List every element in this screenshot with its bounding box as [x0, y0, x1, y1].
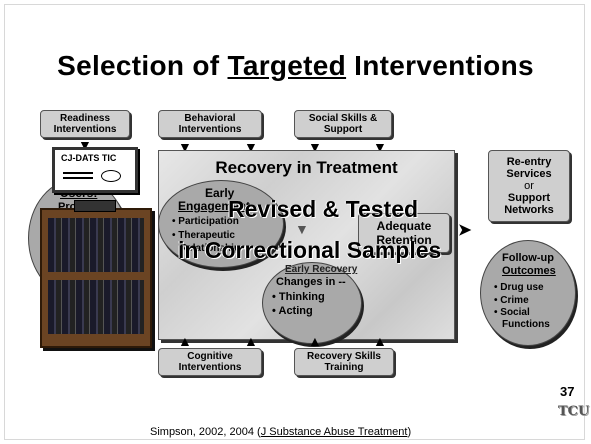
- overlay-correctional-samples: in Correctional Samples: [178, 237, 442, 263]
- cognitive-interventions-box: Cognitive Interventions: [158, 348, 262, 376]
- early-engagement-bullet3: Relationship: [180, 243, 241, 254]
- readiness-interventions-box: Readiness Interventions: [40, 110, 130, 138]
- tic-label: CJ-DATS TIC: [61, 153, 117, 163]
- behavioral-interventions-box: Behavioral Interventions: [158, 110, 262, 138]
- follow-up-line1: Follow-up: [502, 252, 554, 264]
- title-text-start: Selection of: [57, 50, 228, 81]
- tcu-logo-icon: TCU: [558, 404, 590, 419]
- title-underlined-word: Targeted: [227, 50, 347, 81]
- slide-number: 37: [560, 384, 575, 399]
- citation-journal: J Substance Abuse Treatment: [260, 426, 408, 438]
- early-engagement-bullet2: • Therapeutic: [172, 230, 235, 241]
- follow-up-outcomes-ellipse: [480, 240, 576, 346]
- early-engagement-line2: Engagement: [178, 199, 251, 213]
- shelf-row-icon: [48, 280, 144, 334]
- early-engagement-bullet1: • Participation: [172, 216, 239, 227]
- follow-up-line2: Outcomes: [502, 265, 556, 277]
- monitor-icon: CJ-DATS TIC: [52, 147, 138, 193]
- up-arrow-icon: ▲: [308, 333, 322, 349]
- right-arrow-icon: ➤: [458, 222, 472, 239]
- monitor-line-icon: [63, 177, 93, 179]
- up-arrow-icon: ▲: [373, 333, 387, 349]
- monitor-oval-icon: [101, 170, 121, 182]
- up-arrow-icon: ▲: [244, 333, 258, 349]
- shelf-row-icon: [48, 218, 144, 272]
- overlay-revised-tested: Revised & Tested: [228, 196, 419, 222]
- follow-up-bullet2: • Crime: [494, 295, 529, 306]
- citation: Simpson, 2002, 2004 (J Substance Abuse T…: [150, 426, 412, 438]
- early-engagement-line1: Early: [205, 186, 235, 200]
- early-engagement-ellipse: [158, 180, 284, 268]
- changes-line1: Changes in --: [276, 276, 346, 288]
- reentry-services-box: Re-entry Services or Support Networks: [488, 150, 570, 222]
- recovery-in-treatment-title: Recovery in Treatment: [215, 158, 398, 177]
- social-skills-box: Social Skills & Support: [294, 110, 392, 138]
- recovery-skills-training-box: Recovery Skills Training: [294, 348, 394, 376]
- monitor-line-icon: [63, 172, 93, 174]
- changes-bullet1: • Thinking: [272, 291, 325, 303]
- follow-up-bullet1: • Drug use: [494, 282, 544, 293]
- middle-down-arrow-icon: ▼: [295, 221, 309, 237]
- follow-up-bullet3: • Social: [494, 307, 530, 318]
- up-arrow-icon: ▲: [178, 333, 192, 349]
- page-title: Selection of Targeted Interventions: [0, 50, 591, 82]
- bookshelf-icon: [40, 208, 152, 348]
- book-stack-icon: [74, 200, 116, 212]
- changes-bullet2: • Acting: [272, 305, 313, 317]
- title-text-end: Interventions: [346, 50, 534, 81]
- early-recovery-ellipse: [262, 262, 362, 344]
- early-recovery-head: Early Recovery: [285, 264, 358, 275]
- follow-up-bullet4: Functions: [502, 319, 550, 330]
